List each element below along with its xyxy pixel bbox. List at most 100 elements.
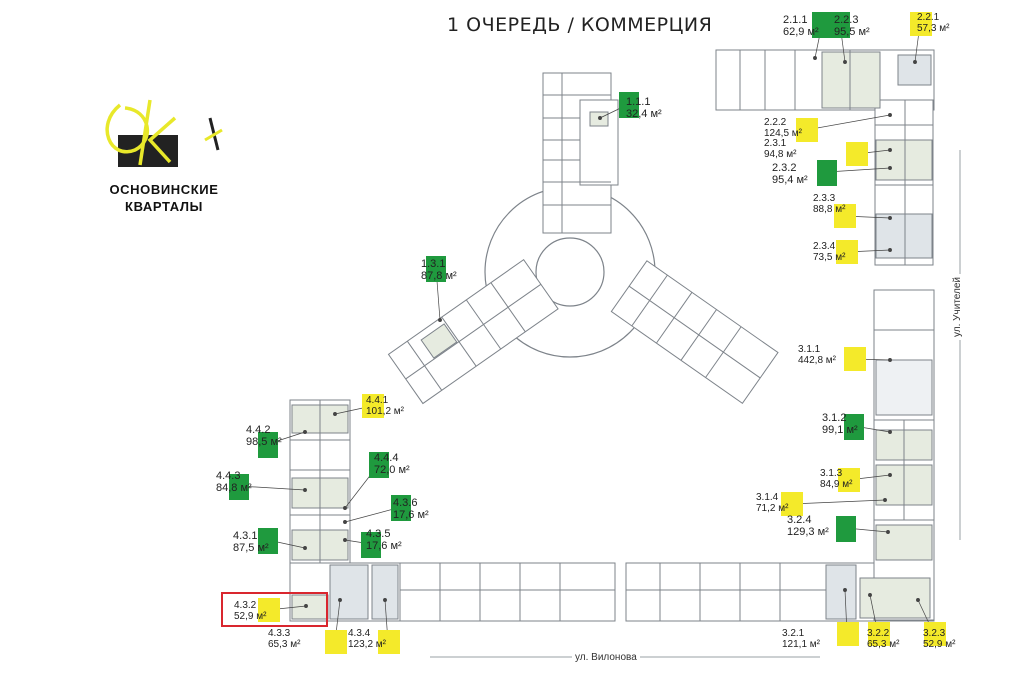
unit-area: 84,9 м² (820, 479, 853, 490)
leader-dot-3-2-3 (916, 598, 920, 602)
unit-id: 2.1.1 (783, 14, 808, 26)
leader-dot-1-1-1 (598, 116, 602, 120)
unit-marker-1-3-1[interactable] (426, 256, 446, 282)
unit-area: 52,9 м² (234, 611, 267, 622)
unit-marker-3-1-4[interactable] (781, 492, 803, 516)
unit-marker-3-1-1[interactable] (844, 347, 866, 371)
leader-dot-4-4-4 (343, 506, 347, 510)
unit-marker-3-2-4[interactable] (836, 516, 856, 542)
unit-marker-3-1-3[interactable] (838, 468, 860, 492)
leader-dot-4-3-6 (343, 520, 347, 524)
selected-unit-outline[interactable] (221, 592, 328, 627)
unit-id: 3.1.2 (822, 412, 847, 424)
unit-marker-2-3-2[interactable] (817, 160, 837, 186)
unit-marker-2-1-1[interactable] (812, 12, 832, 38)
unit-marker-2-2-2[interactable] (796, 118, 818, 142)
unit-marker-3-1-2[interactable] (844, 414, 864, 440)
unit-marker-4-4-4[interactable] (369, 452, 389, 478)
leader-dot-4-3-1 (303, 546, 307, 550)
unit-marker-4-4-3[interactable] (229, 474, 249, 500)
unit-id: 3.1.4 (756, 492, 779, 503)
unit-marker-3-2-2[interactable] (868, 622, 890, 646)
unit-area: 52,9 м² (923, 639, 956, 650)
unit-id: 2.3.4 (813, 241, 836, 252)
building-3-1 (873, 289, 935, 531)
unit-marker-4-3-5[interactable] (361, 532, 381, 558)
leader-dot-2-3-1 (888, 148, 892, 152)
unit-id: 4.3.1 (233, 530, 258, 542)
unit-marker-2-3-1[interactable] (846, 142, 868, 166)
leader-line-4-4-3 (238, 485, 306, 491)
unit-area: 17,6 м² (393, 509, 429, 521)
unit-id: 1.3.1 (421, 258, 446, 270)
unit-area: 94,8 м² (764, 149, 797, 160)
building-4-4 (289, 399, 351, 591)
leader-dot-4-4-2 (303, 430, 307, 434)
unit-marker-3-2-1[interactable] (837, 622, 859, 646)
unit-area: 87,8 м² (421, 270, 457, 282)
leader-dot-3-2-1 (843, 588, 847, 592)
unit-marker-2-3-4[interactable] (836, 240, 858, 264)
unit-marker-1-1-1[interactable] (619, 92, 639, 118)
unit-marker-4-3-6[interactable] (391, 495, 411, 521)
brand-logo (105, 99, 223, 167)
unit-area: 65,3 м² (268, 639, 301, 650)
unit-area: 57,3 м² (917, 23, 950, 34)
unit-marker-4-3-3[interactable] (325, 630, 347, 654)
unit-area: 62,9 м² (783, 26, 819, 38)
leader-dot-4-4-3 (303, 488, 307, 492)
unit-marker-4-3-2[interactable] (258, 598, 280, 622)
leader-dot-4-3-3 (338, 598, 342, 602)
unit-area: 129,3 м² (787, 526, 829, 538)
unit-marker-4-3-4[interactable] (378, 630, 400, 654)
unit-marker-4-4-2[interactable] (258, 432, 278, 458)
leader-dot-2-3-4 (888, 248, 892, 252)
unit-marker-3-2-3[interactable] (924, 622, 946, 646)
unit-marker-2-2-1[interactable] (910, 12, 932, 36)
unit-marker-4-3-1[interactable] (258, 528, 278, 554)
leader-dot-3-1-3 (888, 473, 892, 477)
unit-id: 2.2.2 (764, 117, 787, 128)
leader-dot-4-3-4 (383, 598, 387, 602)
leader-dot-4-4-1 (333, 412, 337, 416)
unit-id: 4.4.2 (246, 424, 271, 436)
unit-area: 72,0 м² (374, 464, 410, 476)
unit-marker-2-3-3[interactable] (834, 204, 856, 228)
unit-marker-4-4-1[interactable] (362, 394, 384, 418)
unit-area: 32,4 м² (626, 108, 662, 120)
unit-area: 123,2 м² (348, 639, 387, 650)
leader-dot-3-1-2 (888, 430, 892, 434)
leader-dot-3-1-4 (883, 498, 887, 502)
unit-area: 95,4 м² (772, 174, 808, 186)
unit-area: 73,5 м² (813, 252, 846, 263)
unit-marker-2-2-3[interactable] (830, 12, 850, 38)
